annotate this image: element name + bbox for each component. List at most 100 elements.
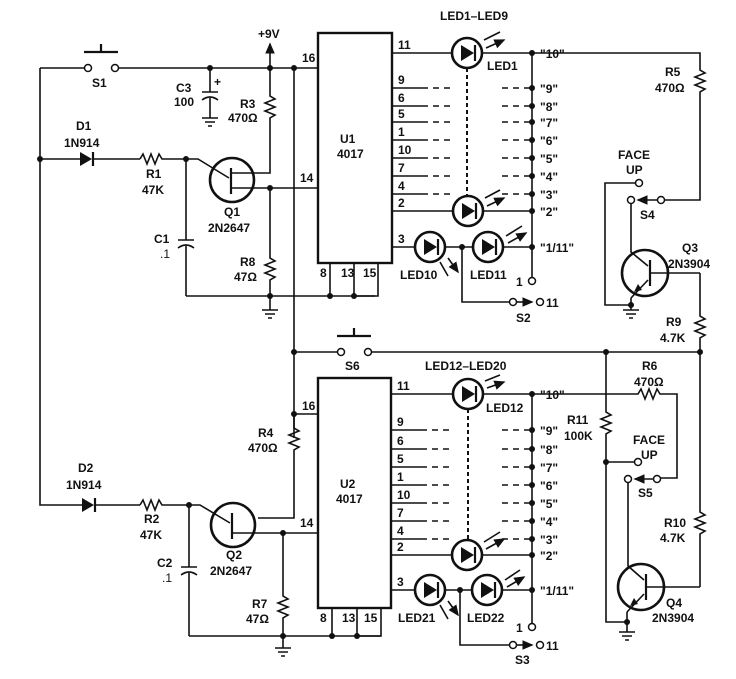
- junction: [529, 427, 535, 433]
- value-r3: 470Ω: [228, 111, 258, 125]
- junction: [529, 85, 535, 91]
- label-d1: D1: [76, 119, 92, 133]
- label-r4: R4: [258, 426, 274, 440]
- pin-label-6: 6: [397, 434, 404, 448]
- label-q2: Q2: [226, 548, 242, 562]
- led-group1-label: LED1–LED9: [440, 9, 508, 23]
- pin-label-11: 11: [398, 38, 411, 52]
- led21-label: LED21: [398, 611, 436, 625]
- label-r5: R5: [665, 65, 681, 79]
- pin-label-11: 11: [397, 379, 410, 393]
- display-label: "1/11": [540, 584, 574, 598]
- junction: [529, 103, 535, 109]
- pin-label-1: 1: [398, 125, 405, 139]
- pin-label-7: 7: [397, 506, 404, 520]
- top-counter-section: S1 + C3 100 +9V R3 470Ω: [37, 9, 710, 506]
- switch-s2[interactable]: 1 11 S2: [508, 275, 560, 325]
- junction: [529, 208, 535, 214]
- part-d2: 1N914: [66, 478, 102, 492]
- pin-label-4: 4: [398, 179, 405, 193]
- display-label: "7": [540, 461, 558, 475]
- pin-label-2: 2: [397, 540, 404, 554]
- display-label: "8": [540, 443, 558, 457]
- switch-s3[interactable]: 1 11 S3: [508, 621, 560, 667]
- led-group-1: LED1–LED9 LED1 LED10: [392, 9, 532, 303]
- resistor-r6: [532, 386, 678, 479]
- switch-s4[interactable]: FACE UP S4: [618, 148, 666, 222]
- resistor-r2: R2 47K: [139, 497, 189, 542]
- supply-9v: +9V: [258, 27, 280, 71]
- pin-label-4: 4: [397, 524, 404, 538]
- label-r8: R8: [240, 255, 256, 269]
- s5-up-label: UP: [641, 448, 658, 462]
- u1-name: U1: [340, 132, 356, 146]
- junction: [529, 587, 535, 593]
- capacitor-c3: + C3 100: [174, 65, 221, 127]
- junction: [529, 500, 535, 506]
- transistor-q3: Q3 2N3904: [620, 204, 710, 299]
- switch-s6[interactable]: S6: [336, 328, 373, 373]
- display-label: "1/11": [540, 241, 574, 255]
- pin-label-10: 10: [397, 488, 411, 502]
- supply-label: +9V: [258, 27, 280, 41]
- pin-label-3: 3: [398, 232, 405, 246]
- resistor-r7: R7 47Ω: [246, 533, 291, 636]
- u2-pin-14: 14: [300, 516, 314, 530]
- display-column-2: "10""9""8""7""6""5""4""3""2""1/11": [502, 388, 574, 624]
- display-label: "7": [540, 116, 558, 130]
- label-r10: R10: [664, 516, 686, 530]
- ic-u2: U2 4017 16 14 8 13 15: [300, 376, 393, 639]
- junction: [529, 155, 535, 161]
- u1-part: 4017: [337, 147, 364, 161]
- pin-label-5: 5: [397, 452, 404, 466]
- resistor-r3: R3 470Ω: [228, 68, 278, 174]
- label-s5: S5: [638, 486, 653, 500]
- junction: [529, 173, 535, 179]
- label-r9: R9: [666, 315, 682, 329]
- part-q3: 2N3904: [668, 257, 710, 271]
- u2-pin-15: 15: [364, 611, 378, 625]
- value-r7: 47Ω: [246, 612, 269, 626]
- led13: [450, 532, 504, 572]
- junction: [529, 518, 535, 524]
- ground-icon: [262, 296, 278, 319]
- label-r6: R6: [642, 359, 658, 373]
- s4-face-label: FACE: [618, 148, 650, 162]
- part-d1: 1N914: [64, 136, 100, 150]
- label-s1: S1: [92, 76, 107, 90]
- led11-label: LED11: [470, 268, 507, 282]
- value-c3: 100: [174, 95, 194, 109]
- transistor-q1: Q1 2N2647: [186, 156, 270, 235]
- junction: [529, 536, 535, 542]
- value-c1: .1: [160, 247, 170, 261]
- display-label: "5": [540, 497, 558, 511]
- junction: [529, 552, 535, 558]
- value-r8: 47Ω: [234, 270, 257, 284]
- label-q1: Q1: [224, 205, 240, 219]
- pin-label-1: 1: [397, 470, 404, 484]
- switch-s5[interactable]: FACE UP S5: [623, 433, 666, 500]
- pin-label-9: 9: [398, 73, 405, 87]
- reset-bus: S6: [291, 328, 703, 373]
- value-r1: 47K: [142, 183, 164, 197]
- part-q4: 2N3904: [652, 611, 694, 625]
- led22: [470, 570, 524, 607]
- switch-s1[interactable]: S1: [83, 44, 120, 90]
- label-d2: D2: [78, 461, 94, 475]
- led-group2-label: LED12–LED20: [425, 359, 507, 373]
- u2-pin-13: 13: [342, 611, 356, 625]
- led2: [451, 190, 504, 228]
- s2-pos-11: 11: [546, 296, 559, 310]
- pin-label-9: 9: [397, 415, 404, 429]
- junction: [529, 482, 535, 488]
- value-r5: 470Ω: [655, 81, 685, 95]
- display-label: "4": [540, 170, 558, 184]
- led11: [471, 226, 526, 264]
- label-s2: S2: [516, 311, 531, 325]
- display-label: "2": [540, 205, 558, 219]
- label-c1: C1: [154, 232, 170, 246]
- resistor-r9: [692, 273, 708, 352]
- resistor-r8: R8 47Ω: [234, 188, 278, 296]
